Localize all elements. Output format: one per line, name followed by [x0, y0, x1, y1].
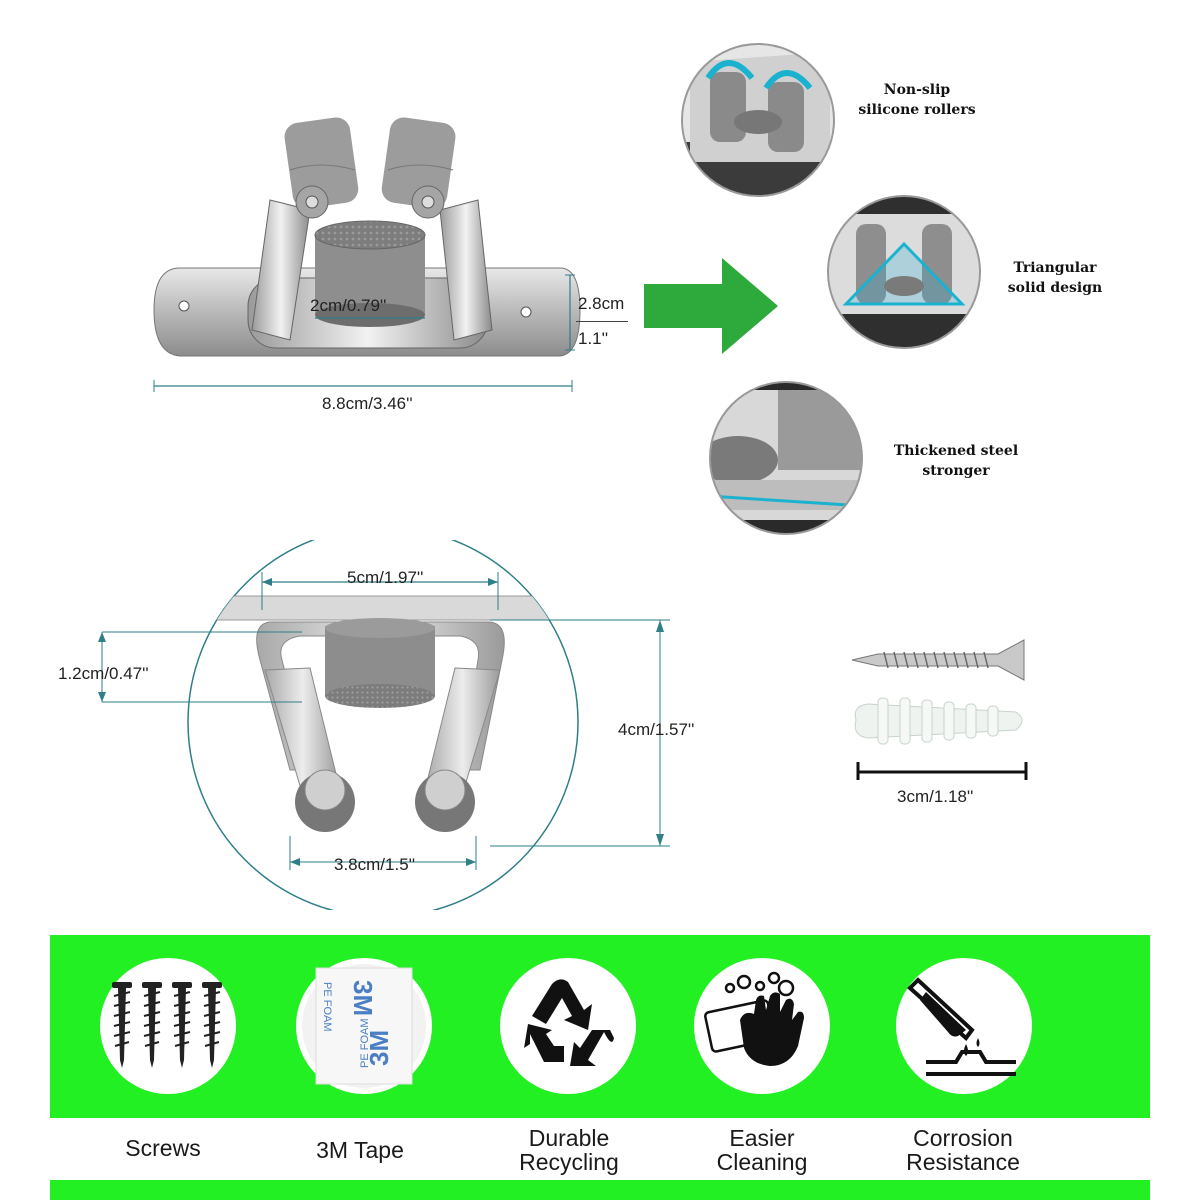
product-front-view	[153, 117, 581, 392]
benefit-tape-label: 3M Tape	[265, 1138, 455, 1162]
steel-closeup-image	[709, 381, 863, 535]
corrosion-icon-circle	[896, 958, 1032, 1094]
bottom-green-strip	[50, 1180, 1150, 1200]
benefit-cleaning-label: Easier Cleaning	[667, 1126, 857, 1174]
benefit-recycling-line2: Recycling	[519, 1149, 619, 1175]
recycle-icon-circle	[500, 958, 636, 1094]
corrosion-icon	[907, 977, 1016, 1076]
feature-steel-line1: Thickened steel	[893, 443, 1019, 459]
benefit-recycling-line1: Durable	[528, 1125, 610, 1151]
product-top-view	[98, 540, 670, 910]
feature-triangle-text: Triangular solid design	[1000, 258, 1110, 298]
tape-foam-b: PE FOAM	[359, 1018, 371, 1068]
triangle-closeup-image	[827, 195, 981, 349]
length-label: 8.8cm/3.46''	[322, 394, 413, 413]
tape-icon-circle: 3M PE FOAM 3M PE FOAM	[296, 958, 432, 1094]
screws-icon	[112, 982, 222, 1068]
benefit-corrosion-line2: Resistance	[906, 1149, 1020, 1175]
benefit-screws-label: Screws	[68, 1136, 258, 1160]
arm-gap-label: 3.8cm/1.5''	[334, 855, 416, 874]
knob-width-label: 2cm/0.79''	[310, 296, 387, 315]
cleaning-icon-circle	[694, 958, 830, 1094]
inner-width-label: 5cm/1.97''	[347, 568, 424, 587]
benefit-tape-line1: 3M Tape	[316, 1137, 404, 1163]
tape-foam-a: PE FOAM	[321, 982, 333, 1032]
height-divider	[576, 321, 628, 322]
screw-anchor-image	[851, 639, 1028, 780]
benefit-recycling-label: Durable Recycling	[474, 1126, 664, 1174]
benefit-cleaning-line1: Easier	[729, 1125, 795, 1151]
feature-rollers-line2: silicone rollers	[858, 102, 976, 118]
feature-rollers-text: Non-slip silicone rollers	[858, 80, 976, 120]
feature-triangle-line1: Triangular	[1013, 260, 1097, 276]
benefit-cleaning-line2: Cleaning	[716, 1149, 808, 1175]
tape-icon: 3M PE FOAM 3M PE FOAM	[302, 964, 426, 1088]
feature-rollers-line1: Non-slip	[883, 82, 951, 98]
feature-steel-text: Thickened steel stronger	[890, 441, 1022, 481]
feature-steel-line2: stronger	[922, 463, 990, 479]
screws-icon-circle	[100, 958, 236, 1094]
benefit-screws-line1: Screws	[125, 1135, 201, 1161]
anchor-length-label: 3cm/1.18''	[897, 787, 974, 806]
clip-height-label: 4cm/1.57''	[618, 720, 695, 739]
height-cm-label: 2.8cm	[578, 294, 625, 313]
feature-triangle-line2: solid design	[1007, 280, 1103, 296]
hand-wash-icon	[704, 971, 804, 1066]
benefit-corrosion-label: Corrosion Resistance	[868, 1126, 1058, 1174]
recycle-icon	[524, 979, 614, 1066]
pad-depth-label: 1.2cm/0.47''	[58, 664, 149, 683]
tape-brand-a: 3M	[348, 980, 378, 1016]
benefit-corrosion-line1: Corrosion	[913, 1125, 1013, 1151]
tape-brand-b: 3M	[364, 1030, 394, 1066]
roller-closeup-image	[681, 43, 835, 197]
height-in-label: 1.1''	[578, 329, 609, 348]
arrow-right-icon	[644, 258, 778, 354]
